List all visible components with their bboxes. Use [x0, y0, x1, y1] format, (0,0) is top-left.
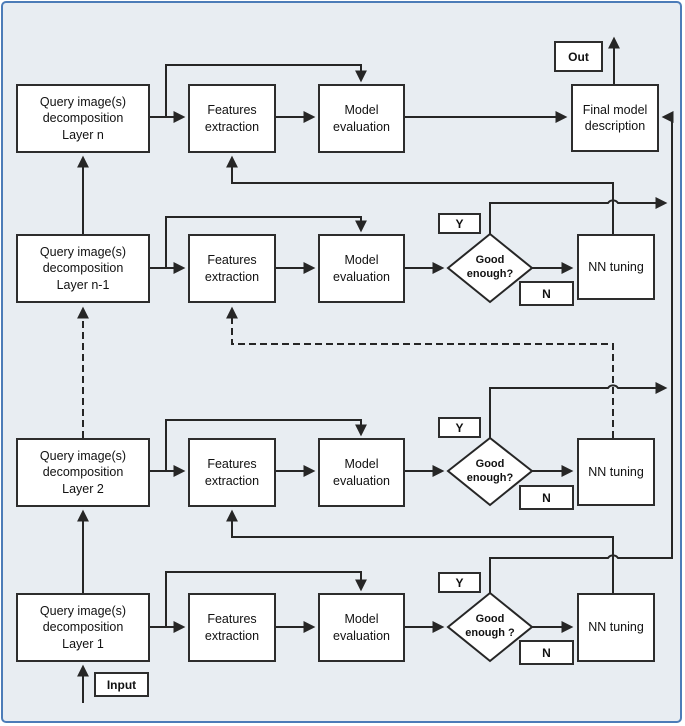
model-evaluation-layer-2-box: Model evaluation — [318, 438, 405, 507]
decision-layer-n-1-line1: Good — [475, 254, 505, 267]
arrow-query-skip-to-model-layer-n — [165, 64, 367, 117]
arrow-query-skip-to-model-layer-2 — [165, 419, 367, 471]
no-text-layer-n-1: N — [542, 286, 551, 301]
nn-tuning-layer-n-1-label: NN tuning — [588, 259, 644, 274]
features-layer-n-line1: Features — [207, 103, 257, 118]
no-label-layer-1: N — [519, 640, 574, 665]
decision-diamond-layer-2 — [446, 436, 534, 507]
query-layer-2-line1: Query image(s) — [39, 449, 127, 464]
decision-layer-2-line2: enough? — [466, 472, 514, 484]
features-layer-n-line2: extraction — [204, 119, 260, 134]
decision-label-layer-n-1: Good enough? — [448, 245, 532, 291]
yes-text-layer-1: Y — [455, 575, 464, 590]
arrow-nn-tuning-feedback-to-features-layer-2 — [226, 509, 614, 593]
yes-text-layer-2: Y — [455, 420, 464, 435]
decision-layer-n-1-line2: enough? — [466, 268, 514, 280]
query-layer-1-line2: decomposition — [42, 620, 124, 635]
features-layer-1-line1: Features — [207, 612, 257, 627]
arrow-decision-yes-to-right-rail-layer-2 — [489, 382, 668, 438]
decision-layer-1-line1: Good — [475, 613, 505, 626]
model-evaluation-layer-n-box: Model evaluation — [318, 84, 405, 153]
query-layer-1-line3: Layer 1 — [62, 636, 104, 651]
query-layer-n-line3: Layer n — [62, 127, 104, 142]
input-label: Input — [106, 677, 137, 692]
decision-label-layer-1: Good enough ? — [448, 604, 532, 650]
model-layer-1-line1: Model — [344, 612, 379, 627]
model-evaluation-layer-1-box: Model evaluation — [318, 593, 405, 662]
features-layer-2-line2: extraction — [204, 473, 260, 488]
query-decomposition-layer-n-1-box: Query image(s) decomposition Layer n-1 — [16, 234, 150, 303]
query-decomposition-layer-1-box: Query image(s) decomposition Layer 1 — [16, 593, 150, 662]
nn-tuning-layer-1-label: NN tuning — [588, 620, 644, 635]
yes-text-layer-n-1: Y — [455, 216, 464, 231]
no-label-layer-2: N — [519, 485, 574, 510]
features-extraction-layer-n-box: Features extraction — [188, 84, 276, 153]
out-label: Out — [568, 49, 589, 64]
query-layer-2-line2: decomposition — [42, 465, 124, 480]
decision-diamond-layer-1 — [446, 591, 534, 663]
arrow-nn-tuning-feedback-to-features-layer-n — [226, 155, 614, 234]
query-layer-n-line1: Query image(s) — [39, 95, 127, 110]
features-extraction-layer-1-box: Features extraction — [188, 593, 276, 662]
model-layer-n-line2: evaluation — [333, 119, 390, 134]
decision-layer-1-line2: enough ? — [465, 627, 515, 639]
nn-tuning-layer-n-1-box: NN tuning — [577, 234, 655, 300]
arrow-decision-yes-to-right-rail-layer-n-1 — [489, 197, 668, 234]
query-layer-n-line2: decomposition — [42, 111, 124, 126]
model-layer-1-line2: evaluation — [333, 628, 390, 643]
arrow-query-skip-to-model-layer-1 — [165, 571, 367, 627]
decision-label-layer-2: Good enough? — [448, 449, 532, 495]
out-label-box: Out — [554, 41, 603, 72]
features-layer-n-1-line2: extraction — [204, 269, 260, 284]
model-layer-n-line1: Model — [344, 103, 379, 118]
yes-label-layer-2: Y — [438, 417, 481, 438]
no-text-layer-1: N — [542, 645, 551, 660]
decision-diamond-layer-n-1 — [446, 232, 534, 304]
features-layer-n-1-line1: Features — [207, 253, 257, 268]
features-extraction-layer-n-1-box: Features extraction — [188, 234, 276, 303]
final-model-line1: Final model — [582, 102, 648, 117]
no-label-layer-n-1: N — [519, 281, 574, 306]
query-layer-n-1-line2: decomposition — [42, 261, 124, 276]
query-layer-2-line3: Layer 2 — [62, 481, 104, 496]
yes-label-layer-n-1: Y — [438, 213, 481, 234]
query-layer-n-1-line1: Query image(s) — [39, 245, 127, 260]
features-layer-1-line2: extraction — [204, 628, 260, 643]
arrow-query-skip-to-model-layer-n-1 — [165, 216, 367, 268]
query-decomposition-layer-n-box: Query image(s) decomposition Layer n — [16, 84, 150, 153]
nn-tuning-layer-2-label: NN tuning — [588, 464, 644, 479]
decision-layer-2-line1: Good — [475, 458, 505, 471]
final-model-description-box: Final model description — [571, 84, 659, 152]
model-layer-2-line1: Model — [344, 457, 379, 472]
nn-tuning-layer-1-box: NN tuning — [577, 593, 655, 662]
final-model-line2: description — [584, 119, 646, 133]
query-layer-1-line1: Query image(s) — [39, 604, 127, 619]
features-layer-2-line1: Features — [207, 457, 257, 472]
query-layer-n-1-line3: Layer n-1 — [56, 277, 110, 292]
model-layer-2-line2: evaluation — [333, 473, 390, 488]
features-extraction-layer-2-box: Features extraction — [188, 438, 276, 507]
model-layer-n-1-line2: evaluation — [333, 269, 390, 284]
yes-label-layer-1: Y — [438, 572, 481, 593]
no-text-layer-2: N — [542, 490, 551, 505]
model-evaluation-layer-n-1-box: Model evaluation — [318, 234, 405, 303]
arrow-right-rail-to-final-model — [489, 111, 674, 593]
nn-tuning-layer-2-box: NN tuning — [577, 438, 655, 506]
input-label-box: Input — [94, 672, 149, 697]
model-layer-n-1-line1: Model — [344, 253, 379, 268]
arrow-nn-tuning-feedback-to-features-layer-n-1-dashed — [226, 306, 614, 438]
query-decomposition-layer-2-box: Query image(s) decomposition Layer 2 — [16, 438, 150, 507]
